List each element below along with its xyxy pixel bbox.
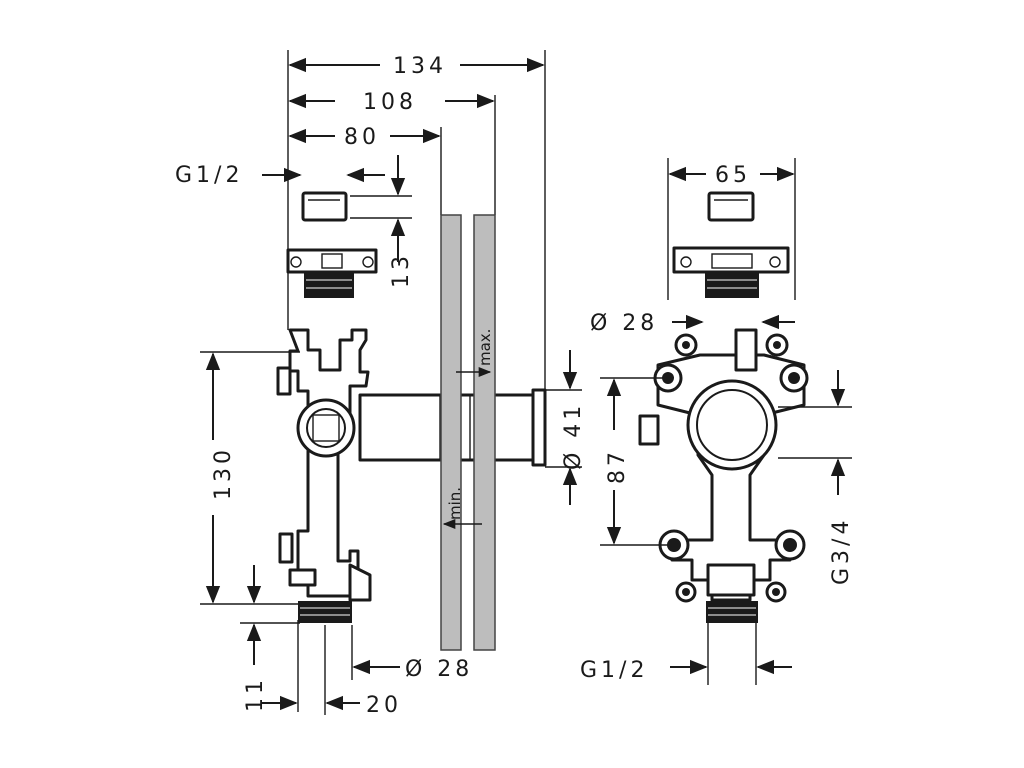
wall-bar-min — [440, 214, 462, 651]
thread-bottom — [298, 601, 352, 623]
dim-108-label: 108 — [363, 90, 417, 115]
label-max: max. — [476, 329, 494, 366]
dim-130-label: 130 — [211, 446, 236, 500]
wall-bar-max — [473, 214, 496, 651]
dim-134-label: 134 — [393, 54, 447, 79]
dim-80-label: 80 — [344, 125, 380, 150]
dim-20-label: 20 — [366, 693, 402, 718]
thread-top — [304, 272, 354, 298]
plaster-guard — [286, 248, 378, 298]
cap — [301, 191, 348, 222]
valve-body-side — [276, 328, 372, 623]
dim-11-label: 11 — [243, 676, 268, 712]
dim-41-label: Ø 41 — [561, 402, 586, 470]
label-min: min. — [446, 487, 464, 520]
g12-bottom-label: G1/2 — [580, 658, 648, 683]
dim-65-label: 65 — [715, 163, 751, 188]
front-port — [686, 379, 778, 471]
dim-13-label: 13 — [389, 252, 414, 288]
dim-28-bottom-label: Ø 28 — [405, 657, 473, 682]
front-plaster-guard — [672, 246, 790, 298]
dim-28-top-label: Ø 28 — [590, 311, 658, 336]
front-view: 65 Ø 28 — [580, 158, 854, 685]
dim-87-label: 87 — [605, 448, 630, 484]
g12-top-label: G1/2 — [175, 163, 243, 188]
valve-body-front — [638, 328, 809, 623]
dim-g34-label: G3/4 — [829, 517, 854, 585]
front-cap — [707, 191, 755, 222]
side-view: 134 108 80 G1/2 13 — [175, 50, 586, 718]
